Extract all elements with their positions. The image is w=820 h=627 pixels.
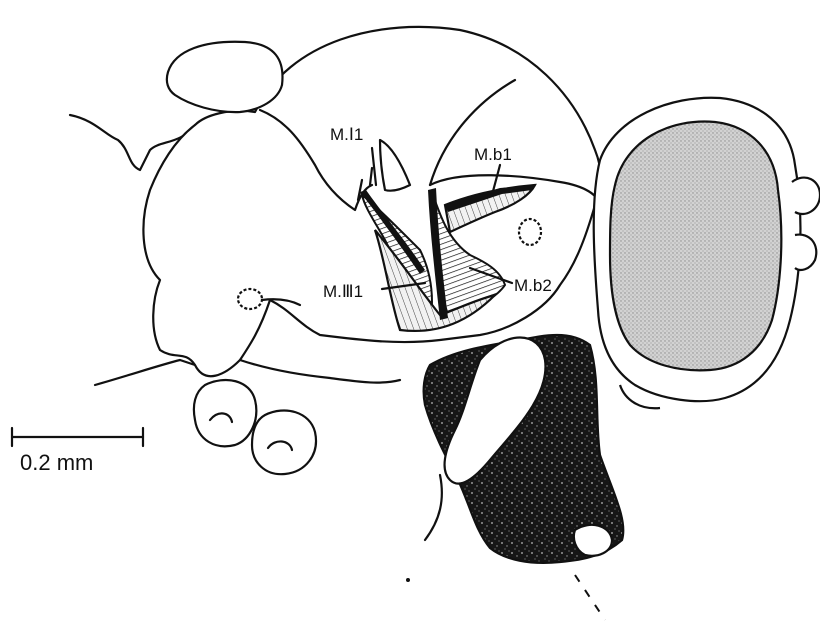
label-m-b1: M.b1: [474, 145, 512, 164]
scale-bar: 0.2 mm: [12, 428, 143, 475]
pore-left: [238, 289, 262, 309]
scale-bar-label: 0.2 mm: [20, 450, 93, 475]
eye-rim-lobe-top: [792, 178, 820, 214]
compound-eye: [610, 122, 781, 371]
head-dorsal-lobe: [167, 42, 283, 112]
appendage-tip: [574, 525, 612, 556]
label-m-iii1: M.Ⅲ1: [323, 282, 363, 301]
eye-rim-lobe-mid: [795, 235, 816, 270]
pore-right: [519, 219, 541, 245]
dashed-trail: [575, 575, 605, 620]
label-m-i1: M.Ⅰ1: [330, 125, 363, 144]
lower-jaw-line: [240, 360, 400, 383]
label-m-b2: M.b2: [514, 276, 552, 295]
body-outline-lower: [95, 360, 195, 385]
stray-dot: [406, 578, 410, 582]
appendage-side-line: [425, 475, 442, 540]
